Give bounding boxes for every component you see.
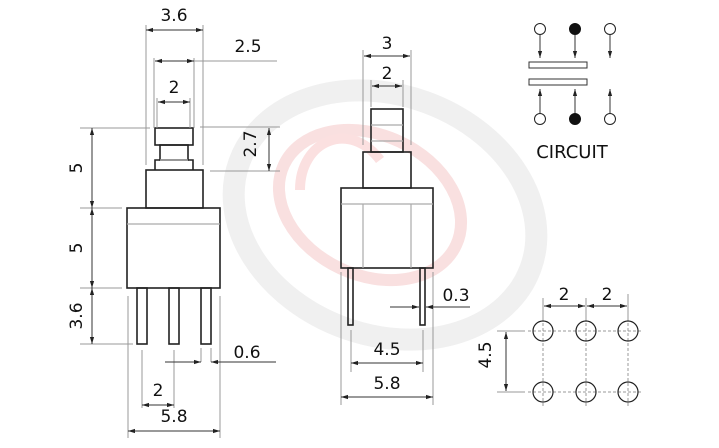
- circuit-pin-bottom-1: [534, 113, 546, 125]
- dim-overall-width: 5.8: [160, 407, 187, 427]
- dim-cap-height: 2.7: [241, 130, 261, 157]
- circuit-label: CIRCUIT: [536, 142, 609, 163]
- circuit-diagram: CIRCUIT: [528, 23, 616, 163]
- footprint-hole: [617, 320, 639, 342]
- dim-pitch-x-2: 2: [602, 285, 613, 305]
- side-part-outline: [340, 108, 434, 326]
- front-view: 3.6 2.5 2 2.7 5 5 3.6 0.6 2 5.8: [67, 6, 280, 438]
- footprint-hole: [575, 320, 597, 342]
- dim-upper-height: 5: [67, 163, 87, 174]
- dim-button-width: 2: [382, 64, 393, 84]
- dim-body-height: 5: [67, 243, 87, 254]
- side-view: 3 2 0.3 4.5 5.8: [340, 34, 470, 405]
- circuit-contact-bar-bottom: [528, 78, 588, 86]
- footprint-hole: [617, 381, 639, 403]
- dim-row-spacing: 4.5: [476, 341, 496, 368]
- pcb-footprint: 2 2 4.5: [476, 285, 641, 407]
- circuit-pin-bottom-3: [604, 113, 616, 125]
- circuit-pin-top-2: [569, 23, 581, 35]
- circuit-pin-bottom-2: [569, 113, 581, 125]
- dim-cap-outer: 2.5: [234, 37, 261, 57]
- dim-pin-length: 3.6: [67, 302, 87, 329]
- circuit-contact-bar-top: [528, 61, 588, 69]
- circuit-pin-top-3: [604, 23, 616, 35]
- footprint-hole: [532, 381, 554, 403]
- dim-pitch-x-1: 2: [559, 285, 570, 305]
- dim-pin-pitch: 2: [153, 381, 164, 401]
- footprint-hole: [575, 381, 597, 403]
- dim-stem-width: 3: [382, 34, 393, 54]
- front-part-outline: [126, 127, 221, 345]
- circuit-pin-top-1: [534, 23, 546, 35]
- dim-pin-width: 0.6: [233, 343, 260, 363]
- dim-pin-span: 4.5: [373, 340, 400, 360]
- dim-top-width: 3.6: [160, 6, 187, 26]
- dim-cap-inner: 2: [169, 78, 180, 98]
- dim-side-overall-width: 5.8: [373, 374, 400, 394]
- footprint-hole: [532, 320, 554, 342]
- footprint-holes: [532, 320, 639, 403]
- dim-pin-thickness: 0.3: [442, 286, 469, 306]
